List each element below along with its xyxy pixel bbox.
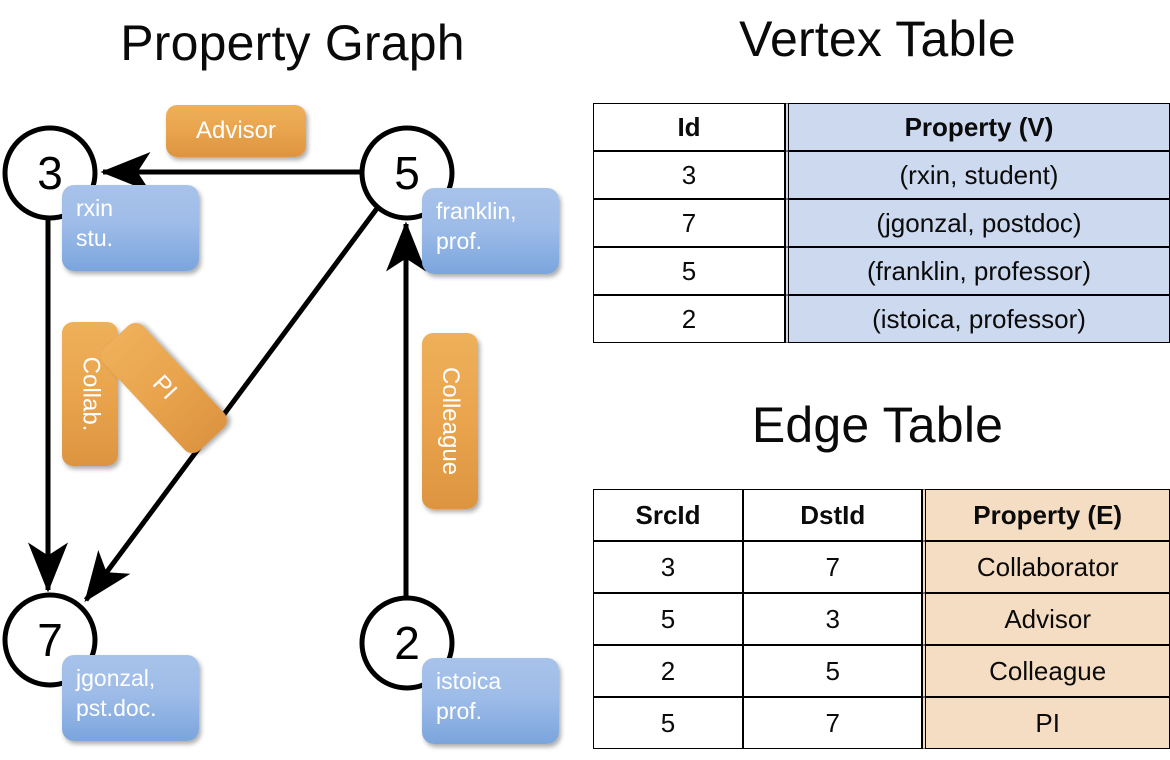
vertex-table-cell-property: (rxin, student) [785, 151, 1170, 199]
edge-property-label: Advisor [195, 117, 277, 144]
edge-property-label: Colleague [437, 366, 464, 476]
table-row: 3 7 Collaborator [593, 541, 1170, 593]
edge-table-header-row: SrcId DstId Property (E) [593, 489, 1170, 541]
edge-table-cell-dstid: 5 [743, 645, 923, 697]
vertex-property-line-1: franklin, [436, 198, 517, 224]
edge-table-cell-srcid: 5 [593, 593, 744, 645]
table-row: 5 3 Advisor [593, 593, 1170, 645]
table-row: 2 5 Colleague [593, 645, 1170, 697]
edge-property-box-advisor: Advisor [166, 105, 306, 157]
edge-table-cell-srcid: 5 [593, 697, 744, 749]
table-row: 2 (istoica, professor) [593, 295, 1170, 343]
vertex-table-cell-id: 3 [593, 151, 785, 199]
vertex-property-line-1: jgonzal, [76, 665, 156, 691]
vertex-property-line-2: prof. [436, 698, 483, 725]
vertex-table-header-row: Id Property (V) [593, 103, 1170, 151]
edge-table-cell-dstid: 7 [743, 697, 923, 749]
edge-table-cell-property: PI [922, 697, 1170, 749]
table-row: 5 7 PI [593, 697, 1170, 749]
edge-table-cell-property: Colleague [922, 645, 1170, 697]
vertex-property-line-2: stu. [76, 225, 114, 252]
vertex-property-line-2: pst.doc. [76, 695, 157, 722]
edge-table-header-srcid: SrcId [593, 489, 744, 541]
vertex-table-cell-id: 2 [593, 295, 785, 343]
table-row: 3 (rxin, student) [593, 151, 1170, 199]
edge-table-header-dstid: DstId [743, 489, 923, 541]
vertex-table-cell-property: (istoica, professor) [785, 295, 1170, 343]
table-row: 7 (jgonzal, postdoc) [593, 199, 1170, 247]
edge-table-cell-dstid: 3 [743, 593, 923, 645]
page-title-property-graph: Property Graph [120, 15, 465, 71]
vertex-table-cell-property: (jgonzal, postdoc) [785, 199, 1170, 247]
vertex-property-box-jgonzal: jgonzal, pst.doc. [62, 655, 199, 741]
edge-property-label: Collab. [77, 356, 104, 432]
page-title-edge-table: Edge Table [751, 397, 1004, 453]
edge-table-cell-property: Collaborator [922, 541, 1170, 593]
table-row: 5 (franklin, professor) [593, 247, 1170, 295]
vertex-table: Id Property (V) 3 (rxin, student) 7 (jgo… [593, 103, 1170, 343]
edge-property-box-colleague: Colleague [422, 333, 478, 509]
vertex-table-header-id: Id [593, 103, 785, 151]
vertex-property-line-2: prof. [436, 228, 483, 255]
edge-table-cell-dstid: 7 [743, 541, 923, 593]
edge-table: SrcId DstId Property (E) 3 7 Collaborato… [593, 489, 1170, 749]
vertex-property-line-1: rxin [76, 195, 114, 221]
vertex-property-box-istoica: istoica prof. [422, 658, 559, 744]
edge-table-cell-srcid: 2 [593, 645, 744, 697]
vertex-property-box-rxin: rxin stu. [62, 185, 199, 271]
edge-property-label: PI [146, 370, 182, 406]
vertex-table-cell-id: 7 [593, 199, 785, 247]
edge-table-cell-srcid: 3 [593, 541, 744, 593]
edge-table-cell-property: Advisor [922, 593, 1170, 645]
vertex-table-cell-id: 5 [593, 247, 785, 295]
vertex-property-line-1: istoica [436, 668, 502, 694]
property-graph-diagram: 3 5 7 2 rxin stu. franklin, prof. jgonza… [2, 105, 559, 744]
edge-table-header-property: Property (E) [922, 489, 1170, 541]
page-title-vertex-table: Vertex Table [739, 11, 1016, 67]
vertex-table-cell-property: (franklin, professor) [785, 247, 1170, 295]
edge-line-5-to-7 [83, 201, 384, 603]
vertex-property-box-franklin: franklin, prof. [422, 188, 559, 274]
vertex-table-header-property: Property (V) [785, 103, 1170, 151]
